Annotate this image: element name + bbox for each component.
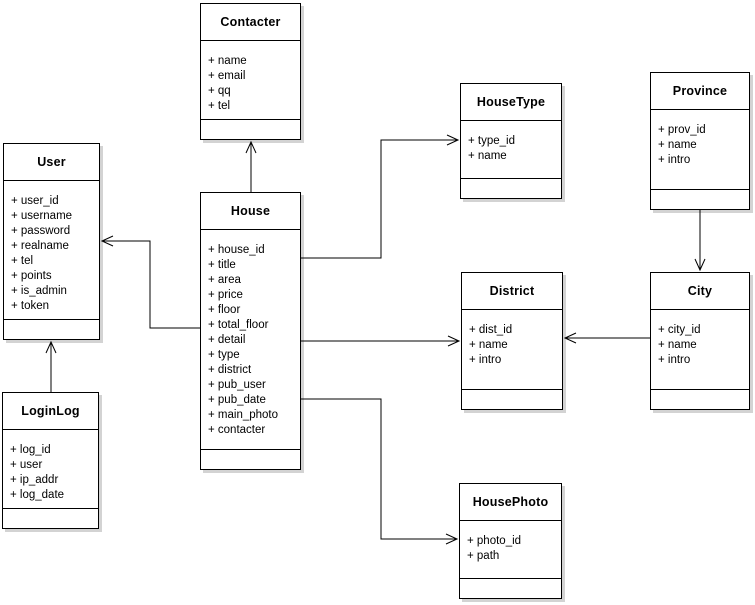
class-title: City xyxy=(651,273,749,310)
class-attribute: + total_floor xyxy=(208,319,269,331)
relation-house-contacter[interactable] xyxy=(245,140,257,192)
class-attribute: + intro xyxy=(658,154,691,166)
class-attribute: + dist_id xyxy=(469,324,513,336)
relation-house-user[interactable] xyxy=(100,235,200,329)
class-attribute: + tel xyxy=(208,100,231,112)
class-box-contacter[interactable]: Contacter + name + email + qq + tel xyxy=(200,3,301,140)
open-arrowhead-icon xyxy=(447,335,461,347)
open-arrowhead-icon xyxy=(100,235,114,247)
class-attributes: + log_id + user + ip_addr + log_date xyxy=(3,430,98,508)
class-operations-empty xyxy=(201,449,300,469)
class-box-province[interactable]: Province + prov_id + name + intro xyxy=(650,72,750,210)
class-attribute: + area xyxy=(208,274,241,286)
class-operations-empty xyxy=(4,319,99,339)
class-attribute: + log_date xyxy=(10,489,65,501)
class-attribute: + email xyxy=(208,70,246,82)
class-attribute: + type_id xyxy=(468,135,515,147)
class-attribute: + name xyxy=(468,150,507,162)
class-title: House xyxy=(201,193,300,230)
class-attribute: + log_id xyxy=(10,444,51,456)
class-attribute: + type xyxy=(208,349,240,361)
class-box-housephoto[interactable]: HousePhoto + photo_id + path xyxy=(459,483,562,599)
class-attribute: + pub_date xyxy=(208,394,266,406)
class-attribute: + realname xyxy=(11,240,69,252)
class-box-city[interactable]: City + city_id + name + intro xyxy=(650,272,750,410)
class-attribute: + title xyxy=(208,259,236,271)
class-attribute: + qq xyxy=(208,85,231,97)
class-operations-empty xyxy=(462,389,562,409)
class-title: District xyxy=(462,273,562,310)
relation-province-city[interactable] xyxy=(694,210,706,272)
class-attributes: + user_id + username + password + realname +… xyxy=(4,181,99,319)
class-operations-empty xyxy=(651,389,749,409)
class-attribute: + ip_addr xyxy=(10,474,59,486)
relation-loginlog-user[interactable] xyxy=(45,340,57,392)
class-title: Contacter xyxy=(201,4,300,41)
class-attribute: + user xyxy=(10,459,43,471)
class-attributes: + prov_id + name + intro xyxy=(651,110,749,189)
class-title: LoginLog xyxy=(3,393,98,430)
class-attributes: + name + email + qq + tel xyxy=(201,41,300,119)
class-attributes: + dist_id + name + intro xyxy=(462,310,562,389)
class-box-user[interactable]: User + user_id + username + password + real… xyxy=(3,143,100,340)
class-attribute: + name xyxy=(208,55,247,67)
class-attribute: + name xyxy=(469,339,508,351)
class-attribute: + is_admin xyxy=(11,285,67,297)
class-attribute: + pub_user xyxy=(208,379,266,391)
class-operations-empty xyxy=(460,578,561,598)
open-arrowhead-icon xyxy=(563,332,577,344)
class-attribute: + main_photo xyxy=(208,409,279,421)
class-attribute: + contacter xyxy=(208,424,266,436)
class-attributes: + house_id + title + area + price + floor + t… xyxy=(201,230,300,449)
open-arrowhead-icon xyxy=(694,258,706,272)
class-attribute: + floor xyxy=(208,304,241,316)
class-attribute: + intro xyxy=(658,354,691,366)
class-title: HouseType xyxy=(461,84,561,121)
relation-house-housetype[interactable] xyxy=(301,134,460,259)
class-attribute: + points xyxy=(11,270,52,282)
open-arrowhead-icon xyxy=(45,340,57,354)
class-box-housetype[interactable]: HouseType + type_id + name xyxy=(460,83,562,199)
class-operations-empty xyxy=(201,119,300,139)
class-attributes: + type_id + name xyxy=(461,121,561,178)
open-arrowhead-icon xyxy=(446,134,460,146)
relation-city-district[interactable] xyxy=(563,332,650,344)
class-attribute: + intro xyxy=(469,354,502,366)
class-attribute: + tel xyxy=(11,255,34,267)
class-attribute: + path xyxy=(467,550,500,562)
open-arrowhead-icon xyxy=(445,533,459,545)
class-title: Province xyxy=(651,73,749,110)
class-operations-empty xyxy=(3,508,98,528)
relation-house-housephoto[interactable] xyxy=(301,398,459,545)
class-box-loginlog[interactable]: LoginLog + log_id + user + ip_addr + log_da… xyxy=(2,392,99,529)
class-operations-empty xyxy=(651,189,749,209)
class-attribute: + detail xyxy=(208,334,246,346)
class-attributes: + city_id + name + intro xyxy=(651,310,749,389)
relation-house-district[interactable] xyxy=(301,335,461,347)
class-attribute: + prov_id xyxy=(658,124,706,136)
class-title: HousePhoto xyxy=(460,484,561,521)
class-attribute: + district xyxy=(208,364,252,376)
class-attribute: + username xyxy=(11,210,73,222)
class-attribute: + password xyxy=(11,225,71,237)
class-attribute: + city_id xyxy=(658,324,701,336)
open-arrowhead-icon xyxy=(245,140,257,154)
class-operations-empty xyxy=(461,178,561,198)
class-attribute: + token xyxy=(11,300,50,312)
class-attribute: + name xyxy=(658,339,697,351)
class-attribute: + photo_id xyxy=(467,535,522,547)
class-title: User xyxy=(4,144,99,181)
class-attribute: + name xyxy=(658,139,697,151)
class-attribute: + house_id xyxy=(208,244,265,256)
class-attribute: + user_id xyxy=(11,195,59,207)
class-box-house[interactable]: House + house_id + title + area + price + fl… xyxy=(200,192,301,470)
class-box-district[interactable]: District + dist_id + name + intro xyxy=(461,272,563,410)
class-attribute: + price xyxy=(208,289,243,301)
class-attributes: + photo_id + path xyxy=(460,521,561,578)
